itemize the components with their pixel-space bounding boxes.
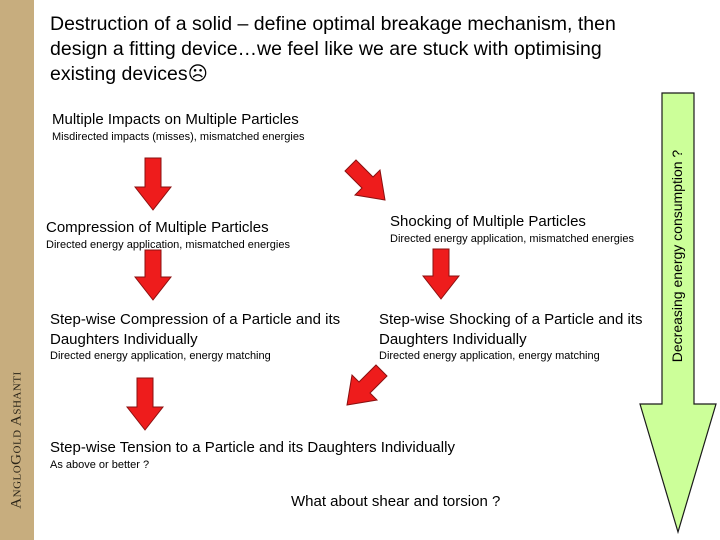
compression-multiple-heading: Compression of Multiple Particles xyxy=(46,219,269,236)
down-arrow-to-compression xyxy=(134,157,172,211)
stepwise-compression-subtext: Directed energy application, energy matc… xyxy=(50,350,271,362)
stepwise-tension-heading: Step-wise Tension to a Particle and its … xyxy=(50,439,455,456)
brand-sidebar: AngloGold Ashanti xyxy=(0,0,34,540)
stepwise-shocking-subtext: Directed energy application, energy matc… xyxy=(379,350,600,362)
decreasing-energy-side-arrow xyxy=(639,92,717,534)
compression-multiple-subtext: Directed energy application, mismatched … xyxy=(46,239,290,251)
down-arrow-to-stepwise-tension xyxy=(126,377,164,431)
stepwise-shocking-heading: Step-wise Shocking of a Particle and its… xyxy=(379,311,643,348)
diagonal-arrow-to-tension xyxy=(346,364,388,406)
multiple-impacts-subtext: Misdirected impacts (misses), mismatched… xyxy=(52,131,305,143)
multiple-impacts-heading: Multiple Impacts on Multiple Particles xyxy=(52,111,299,128)
stepwise-compression-heading: Step-wise Compression of a Particle and … xyxy=(50,311,341,348)
shocking-multiple-heading: Shocking of Multiple Particles xyxy=(390,213,586,230)
down-arrow-to-stepwise-compression xyxy=(134,249,172,301)
shear-torsion-question: What about shear and torsion ? xyxy=(291,493,501,510)
shocking-multiple-subtext: Directed energy application, mismatched … xyxy=(390,233,634,245)
stepwise-tension-subtext: As above or better ? xyxy=(50,459,150,471)
diagonal-arrow-to-shocking xyxy=(344,159,386,201)
company-logo: AngloGold Ashanti xyxy=(8,371,25,509)
decreasing-energy-label: Decreasing energy consumption ? xyxy=(669,149,685,363)
down-arrow-to-stepwise-shocking xyxy=(422,248,460,300)
slide-title: Destruction of a solid – define optimal … xyxy=(50,13,616,85)
